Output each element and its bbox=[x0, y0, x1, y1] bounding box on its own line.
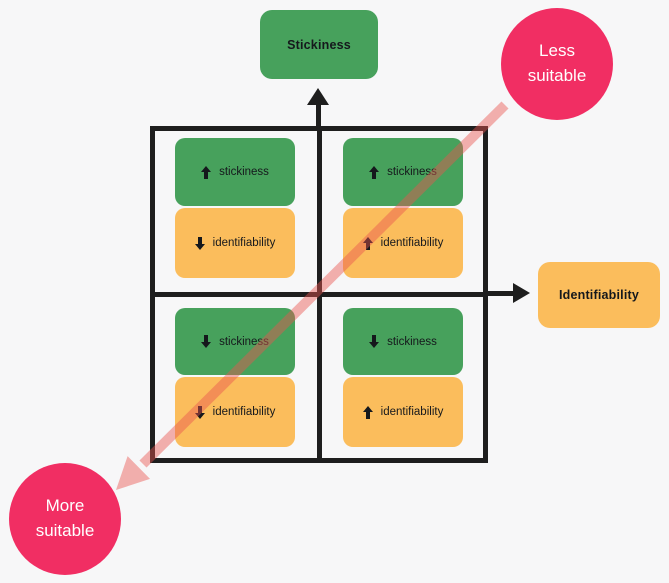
chip-bottom-right-identifiability: identifiability bbox=[343, 377, 463, 447]
grid-horizontal-divider bbox=[155, 292, 483, 297]
y-axis-label-box: Stickiness bbox=[260, 10, 378, 79]
y-axis-arrow-shaft bbox=[315, 103, 321, 129]
x-axis-arrowhead-icon bbox=[513, 282, 530, 303]
chip-label: identifiability bbox=[212, 237, 276, 249]
chip-label: identifiability bbox=[212, 406, 276, 418]
chip-label: stickiness bbox=[387, 166, 437, 178]
chip-label: stickiness bbox=[387, 335, 437, 348]
chip-top-left-identifiability: identifiability bbox=[175, 208, 295, 278]
down-arrow-icon bbox=[369, 335, 380, 348]
bubble-text-line: More bbox=[45, 496, 85, 516]
x-axis-arrow-shaft bbox=[488, 290, 514, 296]
chip-top-right-stickiness: stickiness bbox=[343, 138, 463, 206]
chip-label: stickiness bbox=[219, 335, 269, 348]
up-arrow-icon bbox=[369, 165, 380, 179]
down-arrow-icon bbox=[194, 236, 205, 250]
bubble-text-line: Less bbox=[539, 41, 575, 61]
up-arrow-icon bbox=[362, 236, 373, 250]
up-arrow-icon bbox=[201, 165, 212, 179]
down-arrow-icon bbox=[194, 405, 205, 419]
chip-top-right-identifiability: identifiability bbox=[343, 208, 463, 278]
chip-label: identifiability bbox=[380, 237, 444, 249]
x-axis-label: Identifiability bbox=[558, 288, 640, 302]
chip-top-left-stickiness: stickiness bbox=[175, 138, 295, 206]
bubble-text-line: suitable bbox=[527, 66, 587, 85]
y-axis-arrowhead-icon bbox=[307, 88, 329, 105]
chip-label: identifiability bbox=[380, 406, 444, 418]
more-suitable-bubble: More suitable bbox=[9, 463, 121, 575]
chip-bottom-right-stickiness: stickiness bbox=[343, 308, 463, 375]
x-axis-label-box: Identifiability bbox=[538, 262, 660, 328]
bubble-text-line: suitable bbox=[35, 521, 95, 540]
y-axis-label: Stickiness bbox=[287, 37, 351, 52]
up-arrow-icon bbox=[362, 405, 373, 419]
down-arrow-icon bbox=[201, 335, 212, 348]
chip-bottom-left-identifiability: identifiability bbox=[175, 377, 295, 447]
chip-bottom-left-stickiness: stickiness bbox=[175, 308, 295, 375]
chip-label: stickiness bbox=[219, 166, 269, 178]
less-suitable-bubble: Less suitable bbox=[501, 8, 613, 120]
